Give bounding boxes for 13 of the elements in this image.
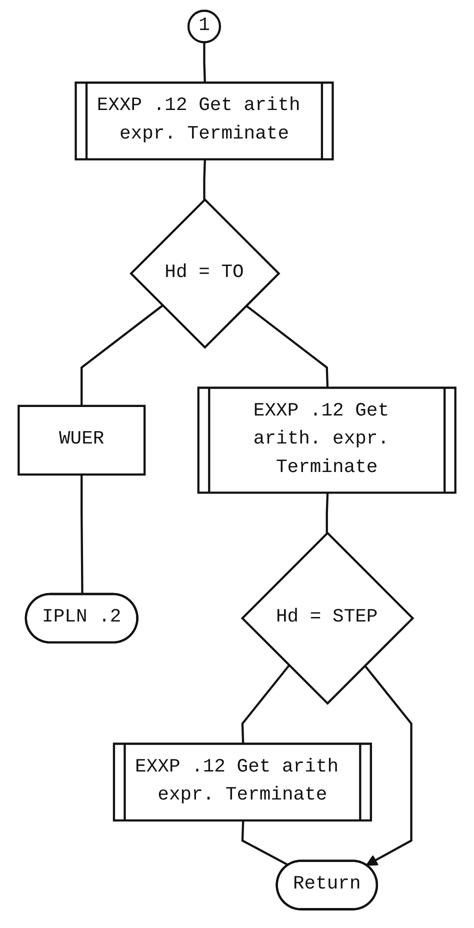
connector: [80, 474, 84, 595]
connector: [203, 42, 206, 84]
node-diamond: Hd = STEP: [240, 532, 414, 705]
node-diamond: Hd = TO: [130, 198, 280, 349]
connector: [326, 493, 329, 534]
connector: [80, 304, 164, 406]
arrow: [364, 664, 412, 866]
node-circle: 1: [187, 10, 222, 44]
connector: [241, 664, 290, 744]
connector: [203, 160, 206, 200]
connector: [241, 821, 290, 866]
node-box: WUER: [18, 404, 146, 476]
connector: [245, 304, 329, 388]
